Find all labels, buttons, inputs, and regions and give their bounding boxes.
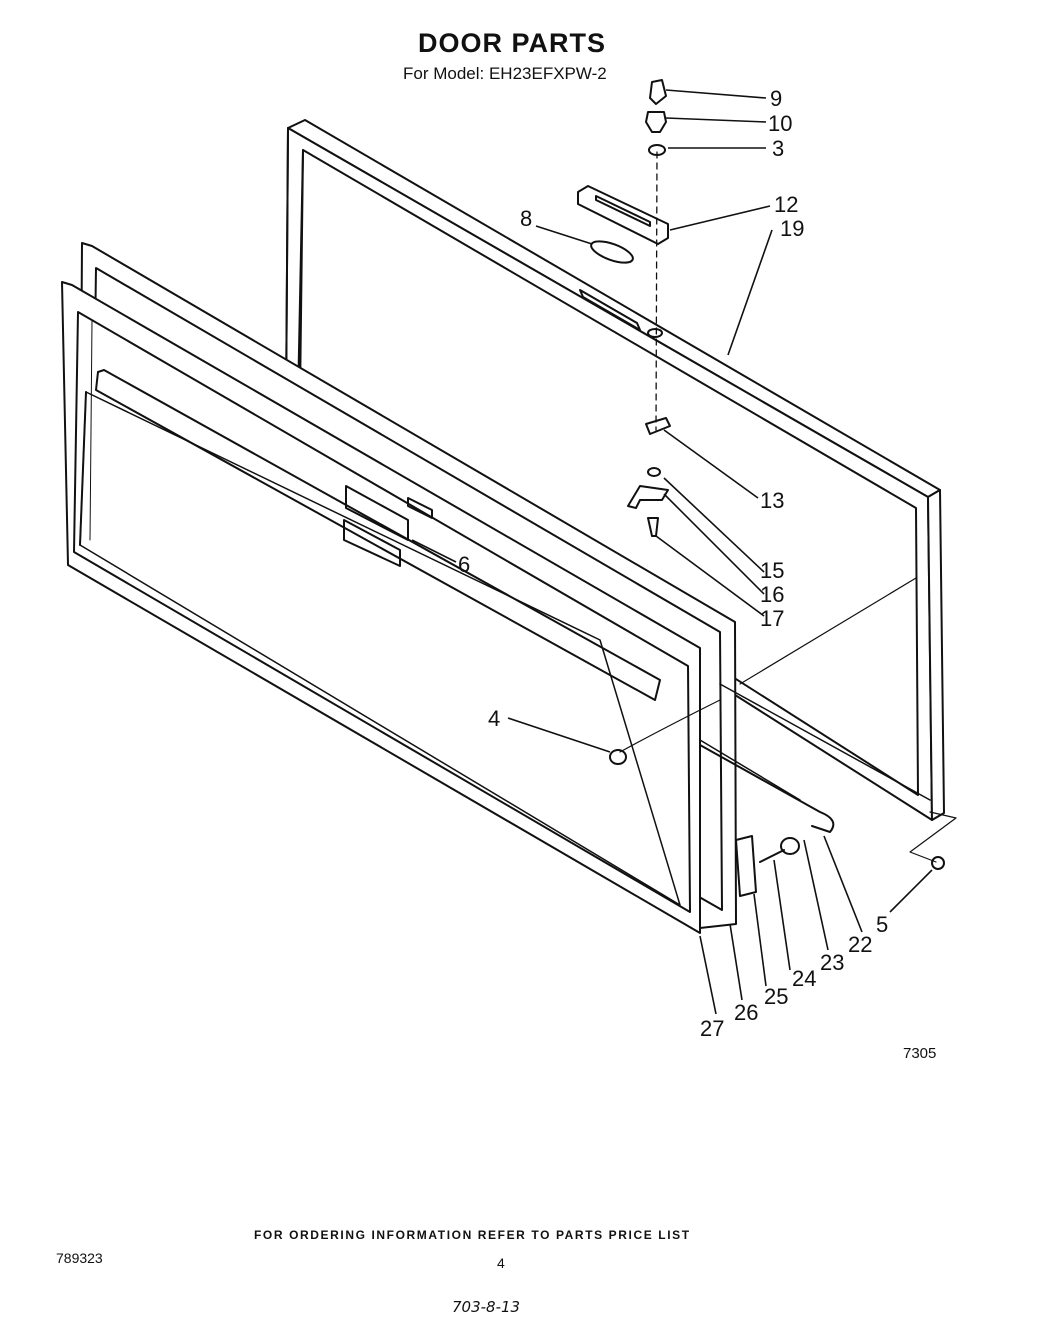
- callout-23: 23: [820, 950, 844, 975]
- front-door-panel: [61, 281, 701, 934]
- callout-5: 5: [876, 912, 888, 937]
- callout-3: 3: [772, 136, 784, 161]
- screw-4: [609, 749, 627, 765]
- callout-26: 26: [734, 1000, 758, 1025]
- callout-16: 16: [760, 582, 784, 607]
- hinge-parts: [735, 835, 800, 897]
- page-title: DOOR PARTS: [418, 28, 607, 58]
- callout-9: 9: [770, 86, 782, 111]
- model-line: For Model: EH23EFXPW-2: [403, 64, 607, 83]
- handle-gasket: [590, 240, 634, 264]
- ordering-note: FOR ORDERING INFORMATION REFER TO PARTS …: [254, 1228, 691, 1242]
- handwritten-code: 703-8-13: [452, 1298, 521, 1316]
- latch-parts: [627, 417, 671, 537]
- callout-25: 25: [764, 984, 788, 1009]
- callout-6: 6: [458, 552, 470, 577]
- callout-22: 22: [848, 932, 872, 957]
- callout-27: 27: [700, 1016, 724, 1041]
- lock-parts: [645, 79, 667, 431]
- door-bottom-strip: [699, 683, 931, 833]
- drawing-id: 7305: [903, 1045, 937, 1062]
- callout-labels: 9 10 3 12 19 8 13 15 16 17 6 4 5 22 23 2…: [458, 86, 888, 1041]
- callout-4: 4: [488, 706, 500, 731]
- leader-lines: [411, 89, 933, 1015]
- callout-24: 24: [792, 966, 816, 991]
- document-number: 789323: [56, 1250, 103, 1266]
- callout-10: 10: [768, 111, 792, 136]
- callout-15: 15: [760, 558, 784, 583]
- page-number: 4: [497, 1255, 505, 1271]
- callout-12: 12: [774, 192, 798, 217]
- callout-8: 8: [520, 206, 532, 231]
- handle-housing: [577, 185, 669, 245]
- screw-5: [931, 856, 945, 870]
- callout-19: 19: [780, 216, 804, 241]
- rear-liner-frame: [285, 119, 945, 821]
- handle-slot: [343, 485, 433, 567]
- callout-17: 17: [760, 606, 784, 631]
- callout-13: 13: [760, 488, 784, 513]
